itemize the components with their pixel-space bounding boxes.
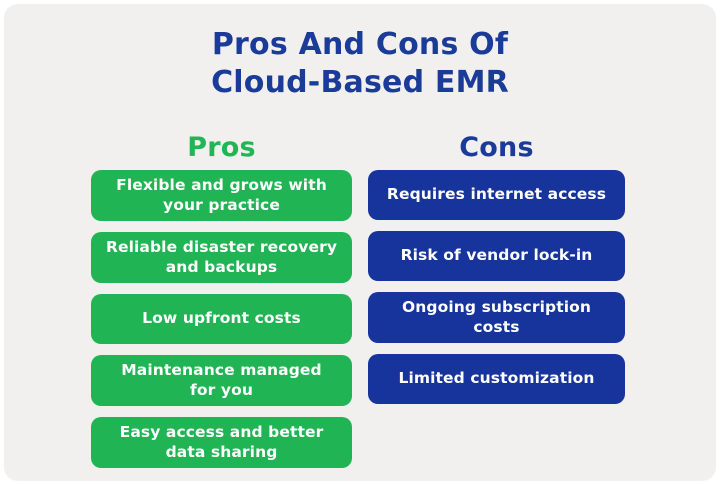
cons-column-header: Cons [459, 132, 534, 163]
cons-card-subscription-costs: Ongoing subscription costs [368, 292, 625, 343]
cons-card-vendor-lock-in: Risk of vendor lock-in [368, 231, 625, 281]
pros-card-disaster-recovery: Reliable disaster recovery and backups [91, 232, 352, 283]
pros-column-header: Pros [187, 132, 256, 163]
pros-cons-board: Pros Flexible and grows with your practi… [91, 132, 633, 479]
pros-card-flexible: Flexible and grows with your practice [91, 170, 352, 221]
cons-card-internet-access: Requires internet access [368, 170, 625, 220]
pros-card-low-costs: Low upfront costs [91, 294, 352, 344]
cons-card-limited-customization: Limited customization [368, 354, 625, 404]
infographic-panel: Pros And Cons Of Cloud-Based EMR Pros Fl… [4, 4, 716, 481]
pros-card-easy-access: Easy access and better data sharing [91, 417, 352, 468]
cons-column: Cons Requires internet access Risk of ve… [368, 132, 625, 479]
page-title: Pros And Cons Of Cloud-Based EMR [211, 27, 509, 100]
pros-card-maintenance: Maintenance managed for you [91, 355, 352, 406]
pros-column: Pros Flexible and grows with your practi… [91, 132, 352, 479]
